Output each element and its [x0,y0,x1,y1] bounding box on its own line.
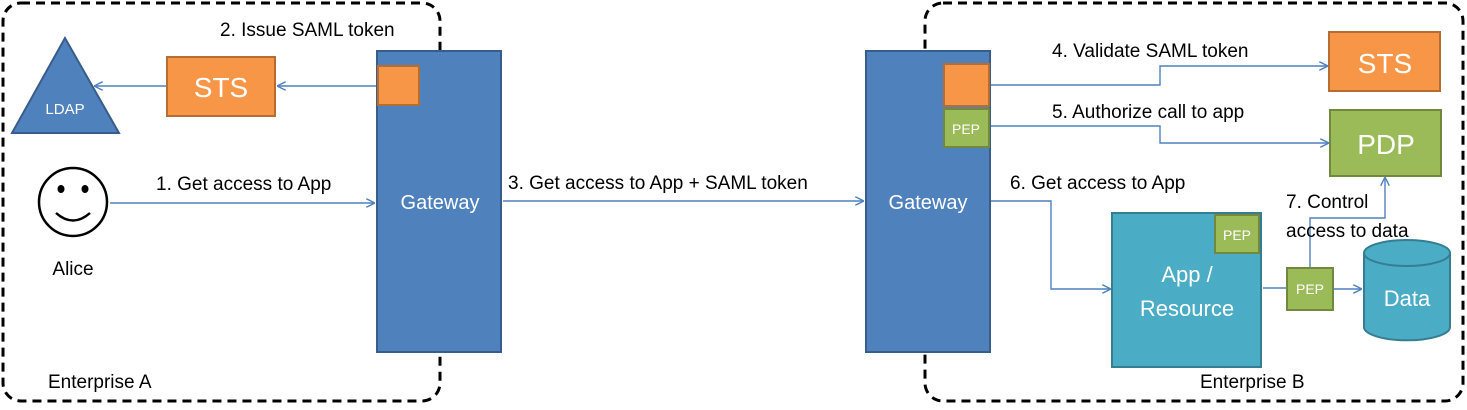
connectors [95,66,1385,289]
step-3-label: 3. Get access to App + SAML token [508,173,808,194]
pdp-box [1329,109,1442,177]
edge-gateway-b-to-sts-b [990,66,1327,86]
data-cylinder-icon [1363,239,1451,342]
step-2-label: 2. Issue SAML token [220,20,395,41]
sts-b-label: STS [1358,48,1412,79]
pdp-label: PDP [1357,129,1415,160]
gateway-b-label: Gateway [889,192,968,214]
sts-a-label: STS [194,72,248,103]
enterprise-b-label: Enterprise B [1200,372,1305,393]
alice-face-icon [37,166,109,238]
app-resource-label-line1: App / [1161,262,1213,287]
app-pep-label: PEP [1223,227,1251,243]
enterprise-a-label: Enterprise A [48,372,152,393]
gateway-b-token-block [943,63,990,107]
step-7-label-line2: access to data [1286,221,1409,242]
step-6-label: 6. Get access to App [1010,173,1185,194]
step-7-label-line1: 7. Control [1286,192,1368,213]
step-1-label: 1. Get access to App [156,174,331,195]
data-label: Data [1384,286,1431,311]
sts-b-box [1328,31,1441,92]
sts-a-box [166,56,276,117]
step-5-label: 5. Authorize call to app [1052,102,1244,123]
app-resource-label-line2: Resource [1140,296,1234,321]
step-4-label: 4. Validate SAML token [1052,41,1248,62]
edge-pep-data-to-pdp [1309,178,1385,267]
gateway-b-pep [943,108,990,148]
edge-pep-to-pdp [990,125,1328,143]
enterprise-b-boundary [923,1,1465,403]
gateway-a-label: Gateway [401,192,480,214]
data-pep-label: PEP [1296,281,1324,297]
ldap-triangle [10,35,121,134]
enterprise-a-boundary [1,1,442,403]
edge-gateway-b-to-app [991,200,1110,289]
app-pep [1214,214,1260,254]
gateway-b-pep-label: PEP [952,121,980,137]
ldap-label: LDAP [45,101,84,118]
data-pep [1286,267,1334,311]
gateway-a-token-block [377,65,420,106]
alice-label: Alice [52,259,93,280]
